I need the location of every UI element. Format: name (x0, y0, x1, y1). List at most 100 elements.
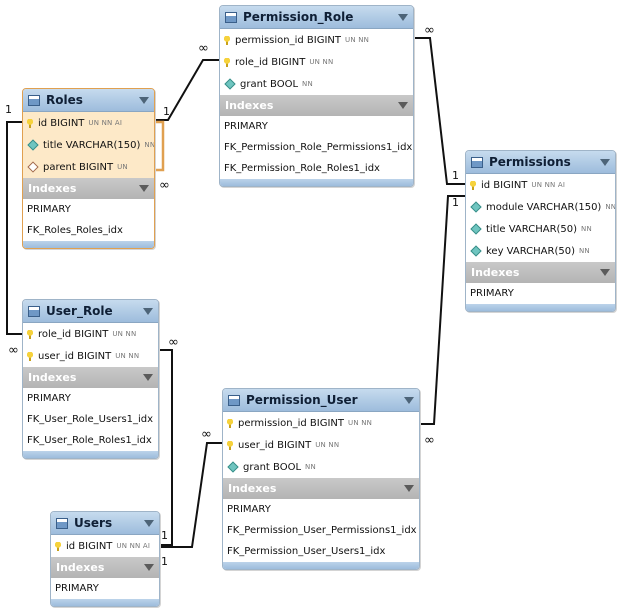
index-row[interactable]: FK_Permission_Role_Permissions1_idx (224, 142, 413, 153)
table-header[interactable]: User_Role (23, 300, 158, 323)
collapse-triangle-icon[interactable] (600, 269, 610, 276)
column-flags: UN NN (315, 441, 340, 449)
index-row[interactable]: PRIMARY (224, 121, 268, 132)
collapse-triangle-icon[interactable] (144, 564, 154, 571)
table-header[interactable]: Users (51, 512, 159, 535)
column-icon (470, 245, 482, 257)
primary-key-icon (55, 541, 61, 551)
relationship-line-roles-roles[interactable] (153, 120, 165, 172)
collapse-triangle-icon[interactable] (144, 519, 154, 527)
index-row[interactable]: PRIMARY (27, 204, 71, 215)
cardinality-one-label: 1 (163, 105, 170, 118)
relationship-line-permissions-permission_role[interactable] (412, 37, 465, 185)
column-name: parent BIGINT (43, 161, 114, 173)
collapse-triangle-icon[interactable] (139, 185, 149, 192)
column-row[interactable]: module VARCHAR(150)NN (466, 196, 615, 218)
column-flags: UN NN AI (88, 119, 123, 127)
column-flags: NN (144, 141, 155, 149)
column-row[interactable]: key VARCHAR(50)NN (466, 240, 615, 262)
table-name: Permission_Role (243, 10, 354, 24)
collapse-triangle-icon[interactable] (398, 13, 408, 21)
index-row[interactable]: FK_User_Role_Roles1_idx (27, 435, 152, 446)
collapse-triangle-icon[interactable] (139, 96, 149, 104)
column-row[interactable]: title VARCHAR(150)NN (23, 134, 154, 156)
index-row[interactable]: FK_Roles_Roles_idx (27, 225, 123, 236)
cardinality-one-label: 1 (452, 169, 459, 182)
collapse-triangle-icon[interactable] (404, 485, 414, 492)
index-row[interactable]: FK_Permission_User_Permissions1_idx (227, 525, 417, 536)
index-row[interactable]: PRIMARY (227, 504, 271, 515)
collapse-triangle-icon[interactable] (143, 374, 153, 381)
indexes-label: Indexes (28, 182, 77, 195)
indexes-header[interactable]: Indexes (51, 557, 159, 578)
collapse-triangle-icon[interactable] (600, 158, 610, 166)
table-footer (51, 599, 159, 606)
column-name: title VARCHAR(50) (486, 223, 578, 235)
column-name: grant BOOL (240, 78, 299, 90)
table-footer (220, 179, 413, 186)
indexes-label: Indexes (228, 482, 277, 495)
column-name: key VARCHAR(50) (486, 245, 575, 257)
primary-key-icon (224, 57, 230, 67)
index-row[interactable]: PRIMARY (27, 393, 71, 404)
column-row[interactable]: title VARCHAR(50)NN (466, 218, 615, 240)
index-row[interactable]: PRIMARY (470, 288, 514, 299)
indexes-header[interactable]: Indexes (223, 478, 419, 499)
collapse-triangle-icon[interactable] (404, 396, 414, 404)
collapse-triangle-icon[interactable] (143, 307, 153, 315)
column-icon (27, 139, 39, 151)
table-header[interactable]: Permissions (466, 151, 615, 174)
collapse-triangle-icon[interactable] (398, 102, 408, 109)
primary-key-icon (470, 180, 476, 190)
column-flags: UN NN AI (531, 181, 566, 189)
index-row[interactable]: FK_Permission_User_Users1_idx (227, 546, 386, 557)
table-icon (28, 305, 40, 317)
table-header[interactable]: Roles (23, 89, 154, 112)
table-header[interactable]: Permission_Role (220, 6, 413, 29)
relationship-line-users-user_role[interactable] (157, 349, 173, 546)
cardinality-many-label: ∞ (424, 433, 435, 448)
column-flags: NN (305, 463, 316, 471)
indexes-label: Indexes (225, 99, 274, 112)
index-row[interactable]: PRIMARY (55, 583, 99, 594)
column-name: id BIGINT (38, 117, 85, 129)
table-footer (23, 451, 158, 458)
column-flags: UN NN (115, 352, 140, 360)
index-row[interactable]: FK_User_Role_Users1_idx (27, 414, 154, 425)
cardinality-many-label: ∞ (201, 427, 212, 442)
table-header[interactable]: Permission_User (223, 389, 419, 412)
relationship-line-roles-permission_role[interactable] (153, 59, 219, 121)
indexes-header[interactable]: Indexes (23, 367, 158, 388)
column-name: user_id BIGINT (38, 350, 112, 362)
table-footer (223, 562, 419, 569)
indexes-header[interactable]: Indexes (23, 178, 154, 199)
table-name: User_Role (46, 304, 113, 318)
table-icon (471, 156, 483, 168)
indexes-header[interactable]: Indexes (220, 95, 413, 116)
relationship-line-roles-user_role[interactable] (6, 121, 22, 335)
relationship-line-permissions-permission_user[interactable] (418, 195, 465, 425)
relationship-line-users-permission_user[interactable] (158, 442, 222, 548)
indexes-header[interactable]: Indexes (466, 262, 615, 283)
index-row[interactable]: FK_Permission_Role_Roles1_idx (224, 163, 380, 174)
cardinality-one-label: 1 (161, 529, 168, 542)
